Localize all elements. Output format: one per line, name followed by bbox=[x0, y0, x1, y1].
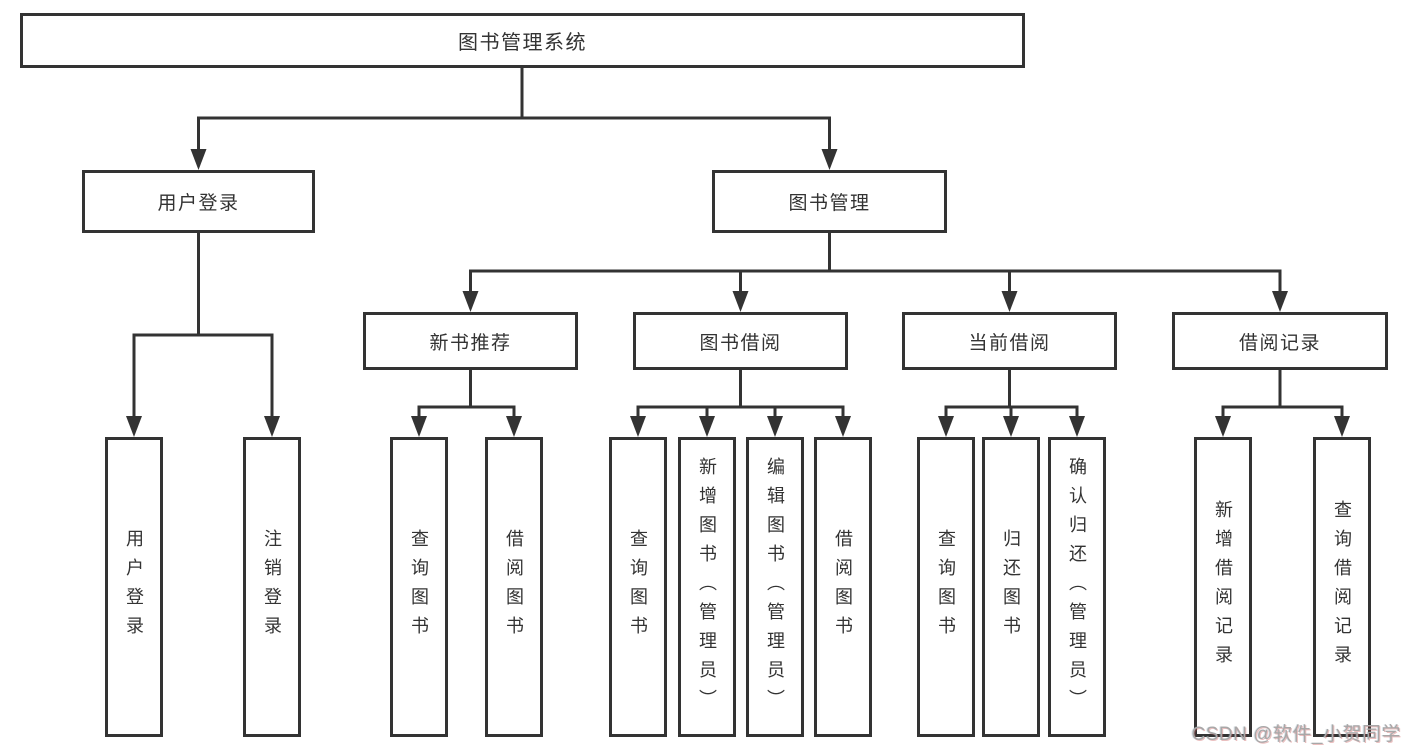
leaf-logout: 注销登录 bbox=[243, 437, 301, 737]
leaf-label: 查询借阅记录 bbox=[1332, 500, 1352, 674]
connector-root-to-level2 bbox=[190, 68, 838, 170]
node-label: 图书借阅 bbox=[699, 332, 782, 354]
node-label: 用户登录 bbox=[157, 193, 240, 214]
leaf-label: 查询图书 bbox=[409, 529, 429, 645]
leaf-label: 新增图书（管理员） bbox=[697, 456, 717, 718]
connector-new-book-recommendation-branch bbox=[411, 370, 522, 437]
leaf-label: 用户登录 bbox=[124, 529, 144, 645]
node-label: 借阅记录 bbox=[1238, 332, 1321, 354]
leaf-return-books: 归还图书 bbox=[982, 437, 1040, 737]
leaf-label: 借阅图书 bbox=[504, 529, 524, 645]
node-library-management-system: 图书管理系统 bbox=[20, 13, 1025, 68]
node-label: 当前借阅 bbox=[968, 332, 1051, 354]
connector-book-management-branch bbox=[462, 233, 1288, 312]
node-user-login: 用户登录 bbox=[82, 170, 315, 233]
leaf-query-books-borrowing: 查询图书 bbox=[609, 437, 667, 737]
node-label: 新书推荐 bbox=[429, 332, 512, 354]
leaf-label: 注销登录 bbox=[262, 529, 282, 645]
connector-book-borrowing-branch bbox=[630, 370, 851, 437]
leaf-label: 查询图书 bbox=[628, 529, 648, 645]
node-current-borrowing: 当前借阅 bbox=[902, 312, 1117, 370]
leaf-add-book-admin: 新增图书（管理员） bbox=[678, 437, 736, 737]
leaf-confirm-return-admin: 确认归还（管理员） bbox=[1048, 437, 1106, 737]
leaf-query-borrow-record: 查询借阅记录 bbox=[1313, 437, 1371, 737]
leaf-query-books-current: 查询图书 bbox=[917, 437, 975, 737]
csdn-watermark: CSDN @软件_小贺同学 bbox=[1191, 724, 1401, 745]
connector-user-login-branch bbox=[126, 233, 280, 437]
leaf-borrow-books-recommend: 借阅图书 bbox=[485, 437, 543, 737]
leaf-edit-book-admin: 编辑图书（管理员） bbox=[746, 437, 804, 737]
leaf-label: 查询图书 bbox=[936, 529, 956, 645]
leaf-user-login: 用户登录 bbox=[105, 437, 163, 737]
node-new-book-recommendation: 新书推荐 bbox=[363, 312, 578, 370]
node-label: 图书管理 bbox=[788, 193, 871, 214]
leaf-label: 新增借阅记录 bbox=[1213, 500, 1233, 674]
leaf-add-borrow-record: 新增借阅记录 bbox=[1194, 437, 1252, 737]
leaf-label: 借阅图书 bbox=[833, 529, 853, 645]
connector-current-borrowing-branch bbox=[938, 370, 1085, 437]
node-book-borrowing: 图书借阅 bbox=[633, 312, 848, 370]
leaf-label: 确认归还（管理员） bbox=[1067, 456, 1087, 718]
leaf-query-books-recommend: 查询图书 bbox=[390, 437, 448, 737]
node-label: 图书管理系统 bbox=[458, 32, 587, 54]
leaf-label: 编辑图书（管理员） bbox=[765, 456, 785, 718]
leaf-borrow-books-borrowing: 借阅图书 bbox=[814, 437, 872, 737]
node-borrowing-records: 借阅记录 bbox=[1172, 312, 1388, 370]
leaf-label: 归还图书 bbox=[1001, 529, 1021, 645]
connector-borrowing-records-branch bbox=[1215, 370, 1350, 437]
node-book-management: 图书管理 bbox=[712, 170, 947, 233]
